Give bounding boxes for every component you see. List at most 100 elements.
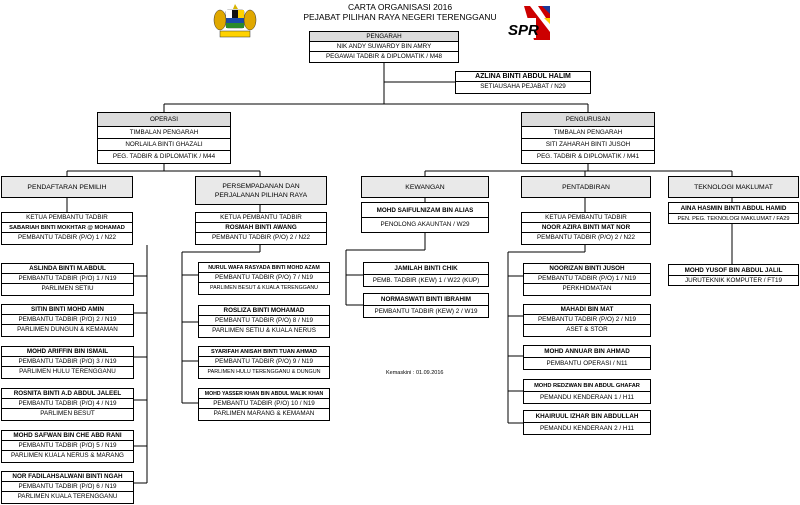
col2-head-name: ROSMAH BINTI AWANG [196, 223, 326, 233]
pengarah-grade: PEGAWAI TADBIR & DIPLOMATIK / M48 [325, 53, 443, 60]
col3-item-2: NORMASWATI BINTI IBRAHIM PEMBANTU TADBIR… [363, 293, 489, 318]
col1-item-4-grade: PEMBANTU TADBIR (P/O) 4 / N19 [2, 399, 133, 409]
col1-item-5-name: MOHD SAFWAN BIN CHE ABD RANI [2, 431, 133, 441]
operasi-title: TIMBALAN PENGARAH [98, 127, 230, 139]
pengarah-name: NIK ANDY SUWARDY BIN AMRY [310, 42, 458, 52]
col2-item-2-place: PARLIMEN SETIU & KUALA NERUS [212, 327, 316, 334]
pengurusan-name: SITI ZAHARAH BINTI JUSOH [522, 139, 654, 151]
col2-head-title: KETUA PEMBANTU TADBIR [196, 213, 326, 223]
pengurusan-grade: PEG. TADBIR & DIPLOMATIK / M41 [536, 153, 640, 160]
col5-head-box: AINA HASMIN BINTI ABDUL HAMID PEN. PEG. … [668, 202, 799, 224]
dept-pendaftaran-pemilih: PENDAFTARAN PEMILIH [1, 176, 133, 198]
col1-item-3-name: MOHD ARIFFIN BIN ISMAIL [2, 347, 133, 357]
operasi-header: OPERASI [98, 113, 230, 127]
col3-head-box: MOHD SAIFULNIZAM BIN ALIAS PENOLONG AKAU… [361, 202, 489, 233]
col3-item-1-name: JAMILAH BINTI CHIK [364, 263, 488, 275]
pengurusan-box: PENGURUSAN TIMBALAN PENGARAH SITI ZAHARA… [521, 112, 655, 164]
col3-item-2-grade: PEMBANTU TADBIR (KEW) 2 / W19 [374, 308, 478, 315]
operasi-grade: PEG. TADBIR & DIPLOMATIK / M44 [112, 153, 216, 160]
col1-item-6: NOR FADILAHSALWANI BINTI NGAH PEMBANTU T… [1, 471, 134, 504]
col1-item-3: MOHD ARIFFIN BIN ISMAIL PEMBANTU TADBIR … [1, 346, 134, 379]
dept-teknologi-maklumat: TEKNOLOGI MAKLUMAT [668, 176, 799, 198]
col5-head-grade: PEN. PEG. TEKNOLOGI MAKLUMAT / FA29 [677, 216, 790, 222]
col1-item-6-place: PARLIMEN KUALA TERENGGANU [17, 493, 118, 500]
col4-item-3-grade: PEMBANTU OPERASI / N11 [546, 360, 628, 367]
col1-item-6-grade: PEMBANTU TADBIR (P/O) 6 / N19 [2, 482, 133, 492]
col1-item-5: MOHD SAFWAN BIN CHE ABD RANI PEMBANTU TA… [1, 430, 134, 463]
col2-item-1-name: NURUL WAFA RASYADA BINTI MOHD AZAM [199, 263, 329, 273]
operasi-name: NORLAILA BINTI GHAZALI [98, 139, 230, 151]
dept-kewangan: KEWANGAN [361, 176, 489, 198]
col4-item-1: NOORIZAN BINTI JUSOH PEMBANTU TADBIR (P/… [523, 263, 651, 296]
col2-item-4-grade: PEMBANTU TADBIR (P/O) 10 / N19 [199, 399, 329, 409]
col5-head-name: AINA HASMIN BINTI ABDUL HAMID [669, 203, 798, 214]
setiausaha-grade: SETIAUSAHA PEJABAT / N29 [480, 83, 566, 90]
col3-item-2-name: NORMASWATI BINTI IBRAHIM [364, 294, 488, 306]
col2-head-box: KETUA PEMBANTU TADBIR ROSMAH BINTI AWANG… [195, 212, 327, 245]
col2-item-4: MOHD YASSER KHAN BIN ABDUL MALIK KHAN PE… [198, 388, 330, 421]
col1-item-1-place: PARLIMEN SETIU [41, 285, 94, 292]
col3-head-name: MOHD SAIFULNIZAM BIN ALIAS [362, 203, 488, 218]
col2-item-4-name: MOHD YASSER KHAN BIN ABDUL MALIK KHAN [199, 389, 329, 399]
dept-pentadbiran: PENTADBIRAN [521, 176, 651, 198]
col3-item-1: JAMILAH BINTI CHIK PEMB. TADBIR (KEW) 1 … [363, 262, 489, 287]
setiausaha-name: AZLINA BINTI ABDUL HALIM [456, 72, 590, 82]
col2-item-1-grade: PEMBANTU TADBIR (P/O) 7 / N19 [199, 273, 329, 283]
col5-item-1: MOHD YUSOF BIN ABDUL JALIL JURUTEKNIK KO… [668, 264, 799, 286]
col4-item-2-place: ASET & STOR [566, 326, 608, 333]
col2-item-1: NURUL WAFA RASYADA BINTI MOHD AZAM PEMBA… [198, 262, 330, 295]
col1-item-1: ASLINDA BINTI M.ABDUL PEMBANTU TADBIR (P… [1, 263, 134, 296]
col1-item-2-name: SITIN BINTI MOHD AMIN [2, 305, 133, 315]
setiausaha-box: AZLINA BINTI ABDUL HALIM SETIAUSAHA PEJA… [455, 71, 591, 94]
col1-head-box: KETUA PEMBANTU TADBIR SABARIAH BINTI MOK… [1, 212, 133, 245]
operasi-box: OPERASI TIMBALAN PENGARAH NORLAILA BINTI… [97, 112, 231, 164]
spr-logo-text: SPR [508, 22, 539, 39]
col1-item-1-grade: PEMBANTU TADBIR (P/O) 1 / N19 [2, 274, 133, 284]
col4-item-5-grade: PEMANDU KENDERAAN 2 / H11 [539, 425, 634, 432]
col3-head-grade: PENOLONG AKAUNTAN / W29 [380, 221, 470, 228]
col1-item-5-grade: PEMBANTU TADBIR (P/O) 5 / N19 [2, 441, 133, 451]
col3-item-1-grade: PEMB. TADBIR (KEW) 1 / W22 (KUP) [372, 277, 480, 284]
col1-item-4-name: ROSNITA BINTI A.D ABDUL JALEEL [2, 389, 133, 399]
col4-head-name: NOOR AZIRA BINTI MAT NOR [522, 223, 650, 233]
col2-item-3-place: PARLIMEN HULU TERENGGANU & DUNGUN [207, 369, 321, 375]
col4-item-2: MAHADI BIN MAT PEMBANTU TADBIR (P/O) 2 /… [523, 304, 651, 337]
col4-item-3-name: MOHD ANNUAR BIN AHMAD [524, 346, 650, 358]
col4-item-3: MOHD ANNUAR BIN AHMAD PEMBANTU OPERASI /… [523, 345, 651, 370]
chart-title: CARTA ORGANISASI 2016 [347, 2, 453, 12]
chart-subtitle: PEJABAT PILIHAN RAYA NEGERI TERENGGANU [303, 12, 497, 22]
col1-head-grade: PEMBANTU TADBIR (P/O) 1 / N22 [17, 234, 117, 241]
col2-item-1-place: PARLIMEN BESUT & KUALA TERENGGANU [209, 285, 319, 291]
col4-item-1-name: NOORIZAN BINTI JUSOH [524, 264, 650, 274]
col1-item-2-place: PARLIMEN DUNGUN & KEMAMAN [17, 326, 118, 333]
col4-item-5-name: KHAIRUUL IZHAR BIN ABDULLAH [524, 411, 650, 423]
col2-item-3: SYARIFAH ANISAH BINTI TUAN AHMAD PEMBANT… [198, 346, 330, 379]
col4-item-4: MOHD REDZWAN BIN ABDUL GHAFAR PEMANDU KE… [523, 379, 651, 404]
col2-item-3-grade: PEMBANTU TADBIR (P/O) 9 / N19 [199, 357, 329, 367]
kemaskini-note: Kemaskini : 01.09.2016 [386, 370, 444, 376]
col4-item-5: KHAIRUUL IZHAR BIN ABDULLAH PEMANDU KEND… [523, 410, 651, 435]
col1-item-1-name: ASLINDA BINTI M.ABDUL [2, 264, 133, 274]
col5-item-1-name: MOHD YUSOF BIN ABDUL JALIL [669, 265, 798, 276]
dept-persempadanan: PERSEMPADANAN DAN PERJALANAN PILIHAN RAY… [195, 176, 327, 205]
col4-item-1-grade: PEMBANTU TADBIR (P/O) 1 / N19 [524, 274, 650, 284]
col2-item-3-name: SYARIFAH ANISAH BINTI TUAN AHMAD [199, 347, 329, 357]
col4-head-title: KETUA PEMBANTU TADBIR [522, 213, 650, 223]
col1-item-2-grade: PEMBANTU TADBIR (P/O) 2 / N19 [2, 315, 133, 325]
col2-head-grade: PEMBANTU TADBIR (P/O) 2 / N22 [211, 234, 311, 241]
col4-item-1-place: PERKHIDMATAN [562, 285, 612, 292]
col1-head-name: SABARIAH BINTI MOKHTAR @ MOHAMAD [2, 223, 132, 233]
pengurusan-header: PENGURUSAN [522, 113, 654, 127]
col4-item-2-grade: PEMBANTU TADBIR (P/O) 2 / N19 [524, 315, 650, 325]
col5-item-1-grade: JURUTEKNIK KOMPUTER / FT19 [685, 277, 782, 284]
col1-item-6-name: NOR FADILAHSALWANI BINTI NGAH [2, 472, 133, 482]
col4-item-4-grade: PEMANDU KENDERAAN 1 / H11 [539, 394, 634, 401]
pengarah-header: PENGARAH [310, 32, 458, 42]
col4-head-box: KETUA PEMBANTU TADBIR NOOR AZIRA BINTI M… [521, 212, 651, 245]
col4-item-2-name: MAHADI BIN MAT [524, 305, 650, 315]
col4-head-grade: PEMBANTU TADBIR (P/O) 2 / N22 [536, 234, 636, 241]
jata-negara-logo [212, 3, 258, 41]
col1-item-4-place: PARLIMEN BESUT [40, 410, 95, 417]
col1-item-5-place: PARLIMEN KUALA NERUS & MARANG [11, 452, 124, 459]
